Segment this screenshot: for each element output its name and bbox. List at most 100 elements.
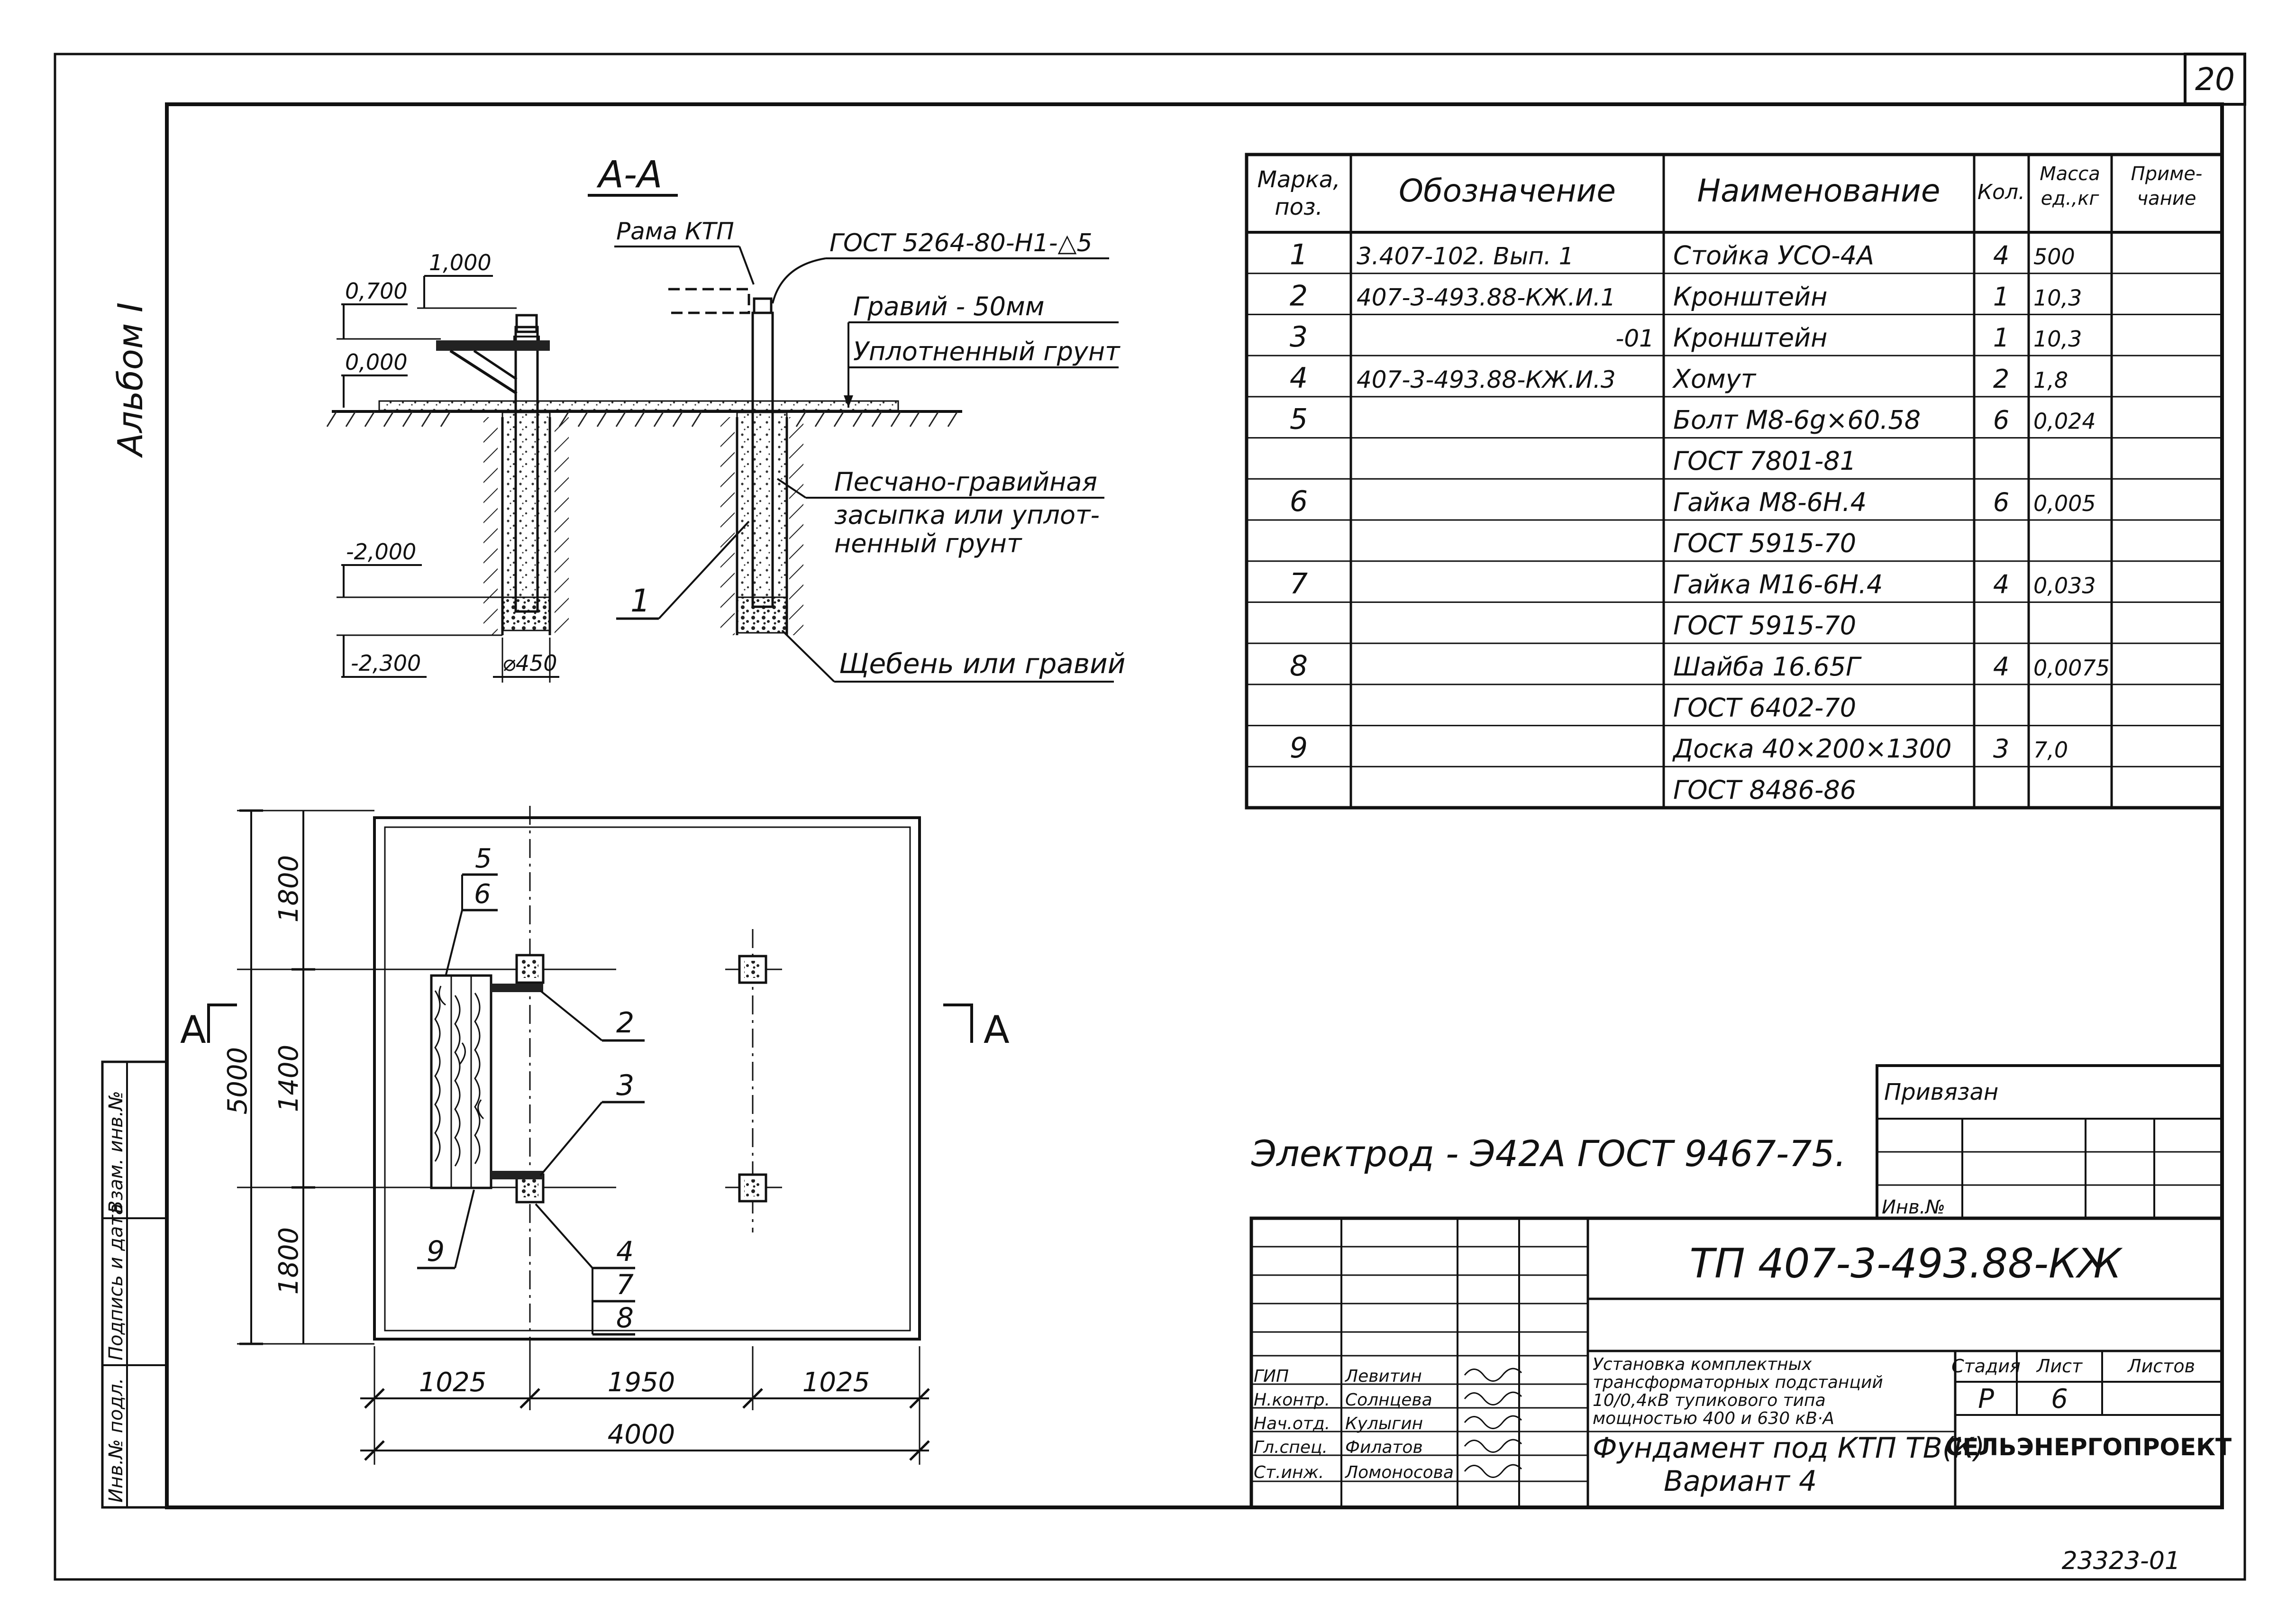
dim-vertical-3: 1800 xyxy=(273,1227,304,1295)
sheet-value: 6 xyxy=(2051,1384,2068,1414)
spec-cell-name: ГОСТ 7801-81 xyxy=(1673,446,1856,476)
album-label: Альбом I xyxy=(110,302,150,458)
spec-cell-qty: 4 xyxy=(1993,241,2009,271)
spec-header-pos: Марка,поз. xyxy=(1257,166,1340,220)
outer-frame xyxy=(54,53,2246,1581)
spec-cell-pos: 9 xyxy=(1290,731,1308,765)
spec-cell-name: Кронштейн xyxy=(1673,323,1827,353)
level-minus-2000: -2,000 xyxy=(346,539,416,565)
sheet-label: Лист xyxy=(2036,1356,2083,1377)
plan-callout-4: 4 xyxy=(616,1235,634,1268)
plan-callouts: 5 6 2 3 4 7 8 9 xyxy=(417,843,645,1336)
role-label: ГИП xyxy=(1254,1367,1289,1386)
level-1000: 1,000 xyxy=(429,250,492,275)
signature-mark xyxy=(1464,1464,1522,1478)
spec-cell-name: Кронштейн xyxy=(1673,282,1827,311)
plan-callout-7: 7 xyxy=(616,1268,634,1301)
spec-header-qty: Кол. xyxy=(1977,180,2025,204)
wood-boards xyxy=(430,974,492,1189)
spec-cell-pos: 5 xyxy=(1290,402,1308,436)
dim-vertical-2: 1400 xyxy=(273,1045,304,1113)
right-pit-wall-right-hatch xyxy=(789,417,803,635)
spec-cell-pos: 3 xyxy=(1290,320,1308,354)
description-line-1: Установка комплектных xyxy=(1593,1355,1812,1374)
spec-cell-mass: 0,0075 xyxy=(2033,655,2110,681)
spec-cell-designation: 407-3-493.88-КЖ.И.1 xyxy=(1357,283,1616,311)
plan-callout-5: 5 xyxy=(475,843,492,874)
description-line-3: 10/0,4кВ тупикового типа xyxy=(1593,1391,1826,1410)
frame-ktp xyxy=(668,288,750,314)
level-0000: 0,000 xyxy=(345,349,408,375)
spec-cell-pos: 7 xyxy=(1290,567,1308,600)
role-name: Филатов xyxy=(1345,1438,1423,1457)
pit-diameter: ⌀450 xyxy=(502,650,557,676)
spec-cell-designation: 3.407-102. Вып. 1 xyxy=(1357,243,1574,270)
role-label: Нач.отд. xyxy=(1254,1414,1330,1433)
spec-cell-qty: 4 xyxy=(1993,569,2009,599)
left-post xyxy=(514,326,539,613)
frame-ktp-label: Рама КТП xyxy=(616,218,734,245)
spec-cell-designation: -01 xyxy=(1615,325,1654,352)
right-pit-backfill xyxy=(736,411,788,598)
drawing-title-line-2: Вариант 4 xyxy=(1664,1465,1817,1498)
backfill-note-line-1: Песчано-гравийная xyxy=(834,467,1097,497)
level-0700: 0,700 xyxy=(345,278,408,304)
title-block: ТП 407-3-493.88-КЖ Установка комплектных… xyxy=(1249,1216,2232,1509)
spec-cell-name: Хомут xyxy=(1672,364,1757,394)
spec-cell-name: ГОСТ 6402-70 xyxy=(1673,693,1856,722)
binding-inv-label: Инв.№ xyxy=(1882,1196,1945,1218)
binding-title: Привязан xyxy=(1884,1079,1998,1105)
crushed-stone-note: Щебень или гравий xyxy=(839,648,1125,680)
sheets-label: Листов xyxy=(2127,1356,2195,1377)
left-pit-crushed-stone xyxy=(501,596,551,631)
dim-horizontal-2: 1950 xyxy=(608,1367,675,1398)
role-name: Кулыгин xyxy=(1345,1414,1423,1433)
dim-horizontal-3: 1025 xyxy=(802,1367,870,1398)
signature-mark xyxy=(1464,1415,1522,1429)
stamp-signature-date: Подпись и дата xyxy=(105,1204,127,1360)
role-name: Левитин xyxy=(1344,1367,1422,1386)
gravel-note: Гравий - 50мм xyxy=(853,292,1044,321)
role-name: Солнцева xyxy=(1345,1390,1432,1410)
sheet-number: 20 xyxy=(2195,61,2235,98)
plan-callout-3: 3 xyxy=(616,1069,634,1102)
role-label: Ст.инж. xyxy=(1254,1463,1324,1482)
spec-cell-qty: 6 xyxy=(1993,405,2009,435)
left-pit-wall-right-hatch xyxy=(555,417,569,635)
plan-callout-2: 2 xyxy=(616,1006,634,1040)
spec-header-designation: Обозначение xyxy=(1399,173,1616,209)
spec-cell-qty: 1 xyxy=(1993,282,2009,311)
section-title: А-А xyxy=(596,154,663,196)
section-callout-1: 1 xyxy=(630,583,650,619)
right-pit-crushed-stone xyxy=(736,596,788,634)
spec-cell-qty: 4 xyxy=(1993,652,2009,682)
section-mark-right: А xyxy=(984,1008,1010,1052)
spec-cell-mass: 1,8 xyxy=(2033,367,2068,393)
plan-view: 5 6 2 3 4 7 8 9 А А xyxy=(180,806,1010,1465)
spec-cell-mass: 500 xyxy=(2033,244,2075,270)
ground-hatch xyxy=(326,411,958,427)
dim-horizontal-1: 1025 xyxy=(419,1367,487,1398)
level-minus-2300: -2,300 xyxy=(351,650,421,676)
backfill-note-line-2: засыпка или уплот- xyxy=(834,500,1100,530)
level-marks: 1,000 0,700 0,000 -2,000 -2,300 ⌀450 xyxy=(337,250,559,683)
dim-vertical-1: 1800 xyxy=(273,855,304,923)
stamp-inv-original: Инв.№ подл. xyxy=(105,1378,127,1503)
organization: СЕЛЬЭНЕРГОПРОЕКТ xyxy=(1945,1433,2232,1461)
spec-cell-pos: 8 xyxy=(1290,649,1308,683)
slab-outline xyxy=(373,816,921,1341)
soil-note: Уплотненный грунт xyxy=(853,337,1121,366)
spec-cell-mass: 10,3 xyxy=(2033,285,2082,310)
spec-cell-mass: 10,3 xyxy=(2033,326,2082,352)
gravel-layer xyxy=(378,400,899,411)
signature-mark xyxy=(1464,1368,1522,1382)
spec-cell-name: Доска 40×200×1300 xyxy=(1672,734,1952,764)
spec-cell-name: Шайба 16.65Г xyxy=(1673,652,1862,682)
left-pit-backfill xyxy=(501,411,551,598)
description-line-2: трансформаторных подстанций xyxy=(1593,1373,1883,1392)
plan-callout-8: 8 xyxy=(616,1302,634,1334)
